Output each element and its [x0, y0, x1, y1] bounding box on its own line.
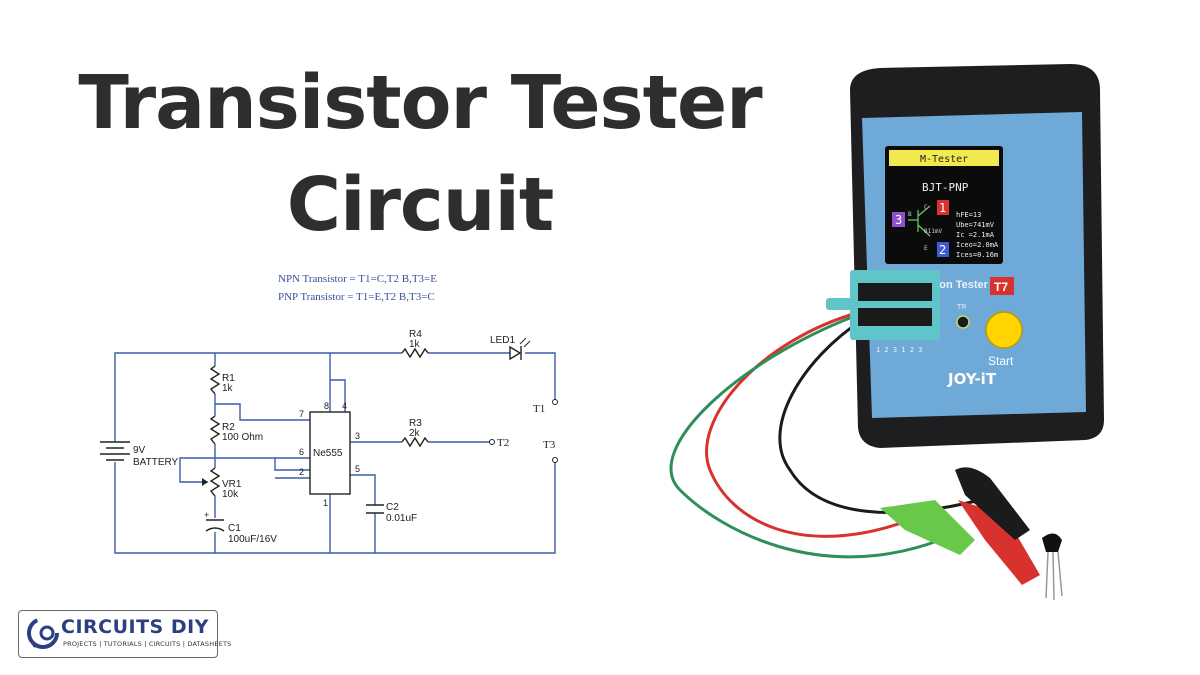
ne555-body — [309, 411, 351, 495]
r3-value: 2k — [409, 428, 421, 439]
pin2-box — [937, 242, 949, 257]
model-number: T7 — [994, 280, 1008, 294]
r4-name: R4 — [409, 329, 422, 340]
pnp-note: PNP Transistor = T1=E,T2 B,T3=C — [278, 291, 435, 303]
ic-name: Ne555 — [313, 448, 343, 459]
model-badge — [990, 277, 1014, 295]
reading-hfe: hFE=13 — [956, 211, 981, 219]
ic-pin-1: 1 — [323, 498, 328, 508]
reading-ic: Ic =2.1mA — [956, 231, 995, 239]
r2-name: R2 — [222, 422, 235, 433]
terminal-t3 — [552, 457, 558, 463]
socket-numbers: 1 2 3 1 2 3 — [876, 346, 922, 354]
ic-pin-4: 4 — [342, 401, 347, 411]
c2-value: 0.01uF — [386, 513, 417, 524]
t2-label: T2 — [497, 437, 509, 449]
vbe-label: 811mV — [924, 228, 942, 235]
r3-symbol — [401, 436, 429, 448]
t3-label: T3 — [543, 439, 556, 451]
socket-row-bottom — [858, 308, 932, 326]
ic-pin-7: 7 — [299, 409, 304, 419]
c2-name: C2 — [386, 502, 399, 513]
pin3-box — [892, 212, 905, 227]
brand-label: JOY-iT — [947, 370, 997, 388]
pin2-label: 2 — [939, 243, 946, 257]
pin1-label: 1 — [939, 201, 946, 215]
battery-name: 9V — [133, 445, 146, 456]
t1-label: T1 — [533, 403, 545, 415]
tr-label: TR — [957, 304, 966, 311]
reading-ube: Ube=741mV — [956, 221, 995, 229]
socket-row-top — [858, 283, 932, 301]
pin3-label: 3 — [895, 213, 902, 227]
screen-header — [889, 150, 999, 166]
pin-e-label: E — [924, 245, 928, 252]
vr1-wiper-arrow — [202, 478, 208, 486]
vr1-symbol — [209, 467, 221, 497]
pin1-box — [937, 200, 949, 215]
r3-name: R3 — [409, 418, 422, 429]
screen-title: M-Tester — [920, 154, 968, 165]
pin-c-label: C — [924, 204, 928, 211]
pin-b-label: B — [908, 211, 912, 218]
page-title-line2: Circuit — [286, 162, 554, 248]
ic-pin-2: 2 — [299, 467, 304, 477]
battery-symbol — [100, 441, 130, 461]
r4-value: 1k — [409, 339, 421, 350]
r1-name: R1 — [222, 373, 235, 384]
c1-name: C1 — [228, 523, 241, 534]
vr1-name: VR1 — [222, 479, 242, 490]
r2-symbol — [209, 415, 221, 445]
logo-tagline: PROJECTS | TUTORIALS | CIRCUITS | DATASH… — [63, 640, 232, 648]
c1-plus: + — [204, 510, 209, 520]
reading-ices: Ices=0.16m — [956, 251, 998, 259]
r4-symbol — [401, 347, 429, 359]
ic-pin-6: 6 — [299, 447, 304, 457]
page-title-line1: Transistor Tester — [78, 60, 762, 146]
vr1-value: 10k — [222, 489, 239, 500]
led-symbol — [509, 337, 531, 361]
circuit-schematic: 9V BATTERY + Ne555 8 4 7 6 2 3 5 1 R1 1k — [100, 329, 558, 554]
ic-pin-8: 8 — [324, 401, 329, 411]
start-label: Start — [988, 354, 1014, 368]
start-button[interactable] — [985, 311, 1023, 349]
circuits-diy-logo: CIRCUITS DIY PROJECTS | TUTORIALS | CIRC… — [18, 610, 231, 658]
tester-device-illustration: M-Tester BJT-PNP 3 1 2 B C E 811mV hFE=1… — [669, 64, 1104, 601]
zif-socket — [850, 270, 940, 340]
c1-value: 100uF/16V — [228, 534, 277, 545]
tr-hole — [956, 315, 970, 329]
npn-note: NPN Transistor = T1=C,T2 B,T3=E — [278, 273, 437, 285]
battery-desc: BATTERY — [133, 457, 179, 468]
c2-symbol — [366, 504, 384, 514]
reading-iceo: Iceo=2.0mA — [956, 241, 999, 249]
logo-mark-icon — [27, 617, 59, 649]
terminal-t1 — [552, 399, 558, 405]
r2-value: 100 Ohm — [222, 432, 263, 443]
pinout-notes: NPN Transistor = T1=C,T2 B,T3=E PNP Tran… — [278, 270, 437, 306]
test-clips — [880, 467, 1063, 601]
r1-value: 1k — [222, 383, 234, 394]
ic-pin-5: 5 — [355, 464, 360, 474]
ic-pin-3: 3 — [355, 431, 360, 441]
c1-symbol — [205, 519, 225, 532]
r1-symbol — [209, 365, 221, 395]
logo-name: CIRCUITS DIY — [61, 616, 209, 638]
terminal-t2 — [489, 439, 495, 445]
led-name: LED1 — [490, 335, 515, 346]
socket-lever — [826, 298, 856, 310]
screen-type: BJT-PNP — [922, 181, 969, 194]
schematic-wires — [114, 352, 556, 554]
transistor-glyph — [908, 205, 931, 237]
